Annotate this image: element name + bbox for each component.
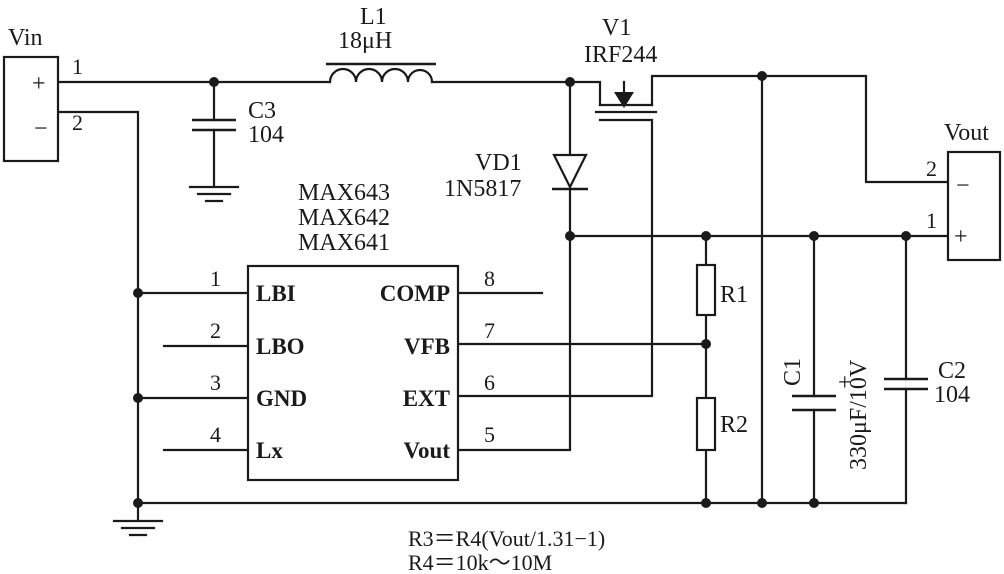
note-r3: R3＝R4(Vout/1.31−1) bbox=[408, 526, 605, 551]
vout-label: Vout bbox=[944, 120, 989, 146]
junction-dot bbox=[809, 231, 819, 241]
resistor-r1: R1 bbox=[695, 263, 748, 317]
mosfet-v1: V1 IRF244 bbox=[584, 15, 657, 114]
ic-pin-num: 4 bbox=[210, 422, 221, 447]
ic-pin-num: 8 bbox=[484, 266, 495, 291]
c1-value: 330μF/10V bbox=[846, 359, 872, 470]
junction-dot bbox=[809, 498, 819, 508]
vout-pin2: 2 bbox=[926, 156, 937, 181]
junction-dot bbox=[757, 498, 767, 508]
note-r4: R4＝10k～10M bbox=[408, 550, 552, 574]
vout-minus: − bbox=[956, 173, 970, 199]
l1-name: L1 bbox=[360, 4, 387, 30]
formula-notes: R3＝R4(Vout/1.31−1) R4＝10k～10M bbox=[408, 526, 605, 574]
vout-connector: Vout − + 2 1 bbox=[926, 120, 1002, 262]
ic-pin-label-lbo: LBO bbox=[256, 334, 305, 359]
inductor-l1: L1 18μH bbox=[326, 4, 436, 84]
capacitor-c1: + C1 330μF/10V bbox=[780, 358, 872, 470]
v1-part: IRF244 bbox=[584, 42, 657, 68]
ic-pin-label-gnd: GND bbox=[256, 386, 307, 411]
junction-dot bbox=[209, 77, 219, 87]
ground-icon bbox=[112, 519, 164, 537]
vin-minus: − bbox=[34, 116, 48, 142]
junction-dot bbox=[901, 231, 911, 241]
v1-name: V1 bbox=[602, 15, 631, 41]
junction-dot bbox=[133, 393, 143, 403]
junction-dot bbox=[565, 231, 575, 241]
ic-pin-num: 1 bbox=[210, 266, 221, 291]
junction-dots bbox=[133, 71, 911, 508]
vout-pin1: 1 bbox=[926, 208, 937, 233]
ic-pin-label-lx: Lx bbox=[256, 438, 283, 463]
vd1-part: 1N5817 bbox=[444, 176, 521, 202]
ic-name-1: MAX643 bbox=[298, 180, 390, 206]
l1-value: 18μH bbox=[338, 28, 392, 54]
c2-value: 104 bbox=[934, 382, 970, 408]
junction-dot bbox=[701, 339, 711, 349]
ic-body bbox=[246, 264, 460, 482]
ic-pin-num: 5 bbox=[484, 422, 495, 447]
vout-plus: + bbox=[954, 224, 968, 250]
r1-body bbox=[695, 263, 717, 317]
junction-dot bbox=[133, 288, 143, 298]
vin-pin1: 1 bbox=[72, 54, 83, 79]
ic-pin-label-comp: COMP bbox=[380, 281, 450, 306]
vin-connector: Vin + − 1 2 bbox=[2, 25, 83, 163]
ic-pin-label-ext: EXT bbox=[403, 386, 450, 411]
c3-value: 104 bbox=[248, 122, 284, 148]
ic-pin-num: 6 bbox=[484, 370, 495, 395]
vin-plus: + bbox=[32, 71, 46, 97]
ic-pin-num: 7 bbox=[484, 318, 495, 343]
vout-connector-body bbox=[946, 150, 1002, 262]
diode-triangle bbox=[552, 153, 588, 190]
c2-name: C2 bbox=[938, 358, 966, 384]
c1-plus: + bbox=[838, 370, 852, 396]
ic-pin-label-lbi: LBI bbox=[256, 281, 296, 306]
c1-name: C1 bbox=[780, 358, 806, 386]
junction-dot bbox=[133, 498, 143, 508]
junction-dot bbox=[757, 71, 767, 81]
resistor-r2: R2 bbox=[695, 396, 748, 452]
capacitor-c3: C3 104 bbox=[192, 98, 284, 148]
ic-name-2: MAX642 bbox=[298, 205, 390, 231]
diode-vd1: VD1 1N5817 bbox=[444, 150, 588, 202]
ic-name-3: MAX641 bbox=[298, 230, 390, 256]
wires bbox=[56, 74, 950, 522]
r1-name: R1 bbox=[720, 282, 748, 308]
ic-pin-num: 2 bbox=[210, 318, 221, 343]
junction-dot bbox=[701, 498, 711, 508]
r2-body bbox=[695, 396, 717, 452]
inductor-coil bbox=[328, 67, 434, 84]
r2-name: R2 bbox=[720, 412, 748, 438]
vd1-name: VD1 bbox=[475, 150, 522, 176]
ic-pin-num: 3 bbox=[210, 370, 221, 395]
ic-pin-label-vfb: VFB bbox=[404, 334, 450, 359]
ic-pin-label-vout: Vout bbox=[404, 438, 451, 463]
ic-controller: MAX643 MAX642 MAX641 LBI LBO GND Lx COMP… bbox=[210, 180, 495, 482]
junction-dot bbox=[701, 231, 711, 241]
capacitor-c2: C2 104 bbox=[884, 358, 970, 408]
junction-dot bbox=[565, 77, 575, 87]
vin-connector-body bbox=[2, 55, 60, 163]
vin-label: Vin bbox=[8, 25, 43, 51]
vin-pin2: 2 bbox=[72, 110, 83, 135]
c3-name: C3 bbox=[248, 98, 276, 124]
ground-icon bbox=[188, 185, 240, 203]
